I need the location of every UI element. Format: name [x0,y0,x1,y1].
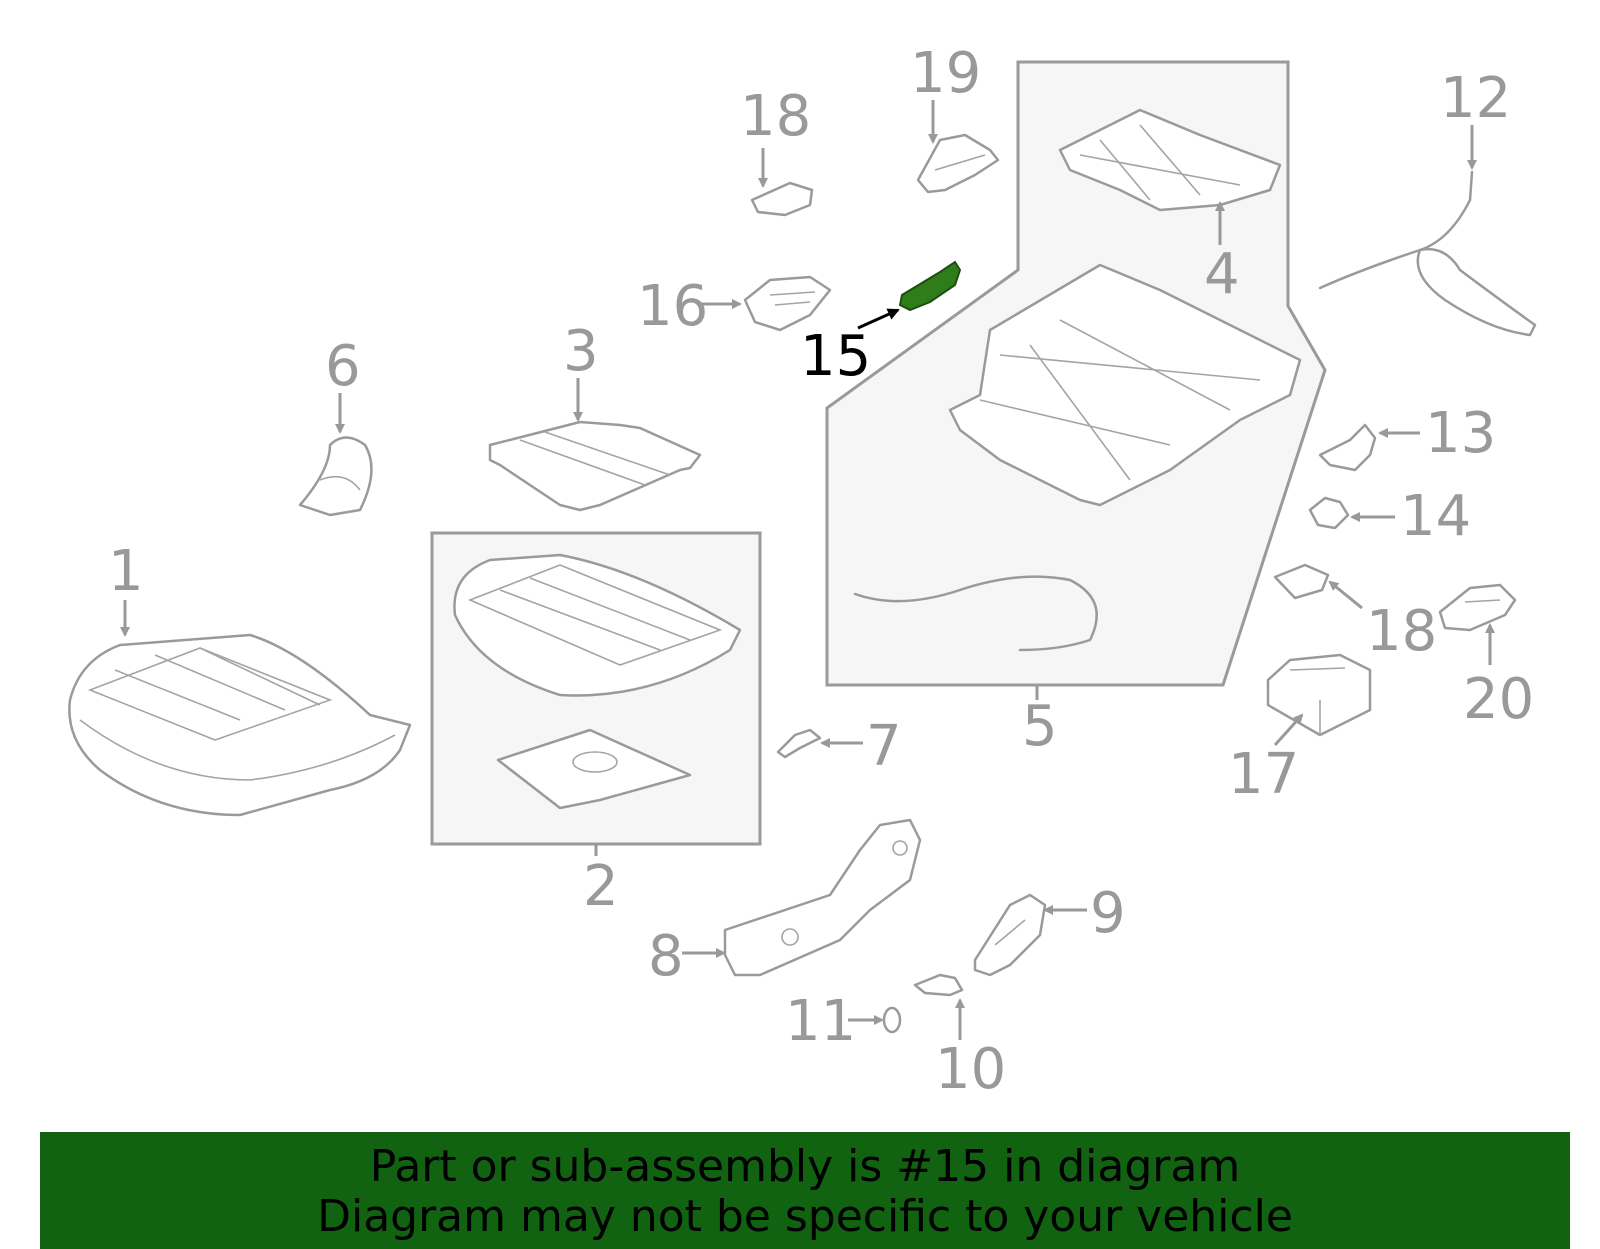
callout-19: 19 [910,41,981,106]
callout-9: 9 [1090,881,1126,946]
part-13-bracket [1318,423,1377,472]
callout-8: 8 [648,924,684,989]
callout-5: 5 [1022,694,1058,759]
callout-18-upper: 18 [740,84,811,149]
part-12-harness [1318,170,1537,337]
callout-3: 3 [563,319,599,384]
part-7-clip [776,728,822,759]
part-19-trim [916,133,1000,194]
callout-1: 1 [108,539,144,604]
part-14-clip [1308,496,1350,530]
part-3-panel [488,420,702,512]
callout-arrows [120,100,1495,1040]
part-10-lever [913,973,964,997]
callout-17: 17 [1228,742,1299,807]
banner-line-2: Diagram may not be specific to your vehi… [317,1191,1293,1242]
callout-labels: 1 2 3 4 5 6 7 8 9 10 11 12 13 14 15 16 1… [108,41,1534,1102]
banner-line-1: Part or sub-assembly is #15 in diagram [369,1141,1241,1192]
part-5-seat-frame [853,263,1302,652]
part-18-cap-lower [1273,563,1330,600]
callout-12: 12 [1440,66,1511,131]
callout-15: 15 [800,324,871,389]
callout-arrow-15 [857,308,900,330]
callout-16: 16 [637,274,708,339]
callout-18-lower: 18 [1366,599,1437,664]
callout-7: 7 [866,714,902,779]
part-2-cushion-pad [453,553,742,810]
part-20-bracket [1438,583,1517,632]
callout-4: 4 [1204,242,1240,307]
part-16-cover [743,275,832,332]
callout-2: 2 [583,854,619,919]
callout-6: 6 [325,334,361,399]
part-9-handle [973,893,1047,977]
part-17-housing [1266,653,1372,737]
part-6-bracket [298,436,373,517]
callout-13: 13 [1425,401,1496,466]
info-banner: Part or sub-assembly is #15 in diagram D… [40,1132,1570,1249]
callout-14: 14 [1400,484,1471,549]
part-4-upper-frame [1058,108,1282,212]
callout-10: 10 [935,1037,1006,1102]
part-18-cap-upper [750,181,814,217]
part-15-highlighted [898,260,962,312]
part-11-clip [882,1006,902,1034]
part-8-side-trim [723,818,922,977]
callout-20: 20 [1463,667,1534,732]
part-1-seat-cover [68,633,412,817]
callout-11: 11 [785,989,856,1054]
